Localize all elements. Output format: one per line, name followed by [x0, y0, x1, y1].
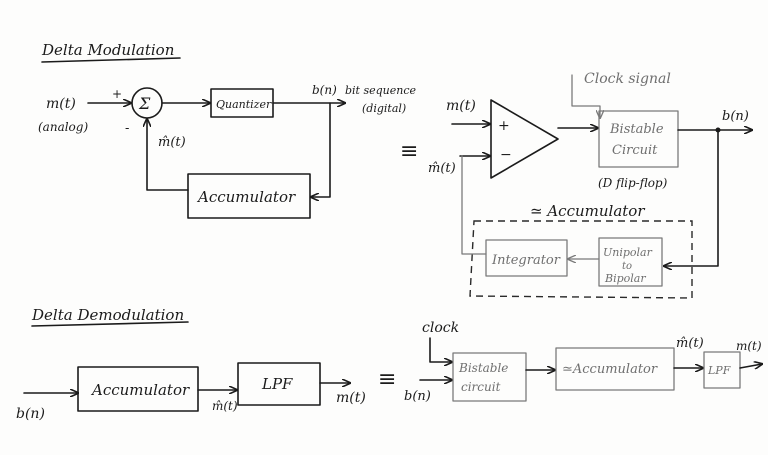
- modulation-equivalent-block: Clock signal m(t) m̂(t) + − Bistable Cir…: [428, 71, 752, 299]
- demod-mid-label: m̂(t): [212, 399, 238, 413]
- converter-label-line1: Unipolar: [603, 246, 653, 259]
- mod-feedback-label: m̂(t): [158, 135, 186, 150]
- demod-eq-lpf-label: LPF: [707, 364, 731, 377]
- comparator-plus: +: [498, 118, 510, 134]
- converter-label-line3: Bipolar: [604, 272, 646, 285]
- demodulation-block: Delta Demodulation b(n) Accumulator m̂(t…: [16, 306, 396, 422]
- demod-eq-accumulator-label: ≃Accumulator: [562, 362, 658, 377]
- comparator-minus: −: [500, 147, 512, 163]
- accumulator-dashed-region: [469, 220, 693, 299]
- demod-eq-output-arrow: [739, 364, 762, 368]
- demod-accumulator-label: Accumulator: [90, 381, 190, 399]
- accumulator-group-label: ≃ Accumulator: [530, 202, 645, 220]
- demod-accumulator-block: [77, 366, 199, 412]
- demod-clock-line: [429, 337, 452, 362]
- modulation-block: Delta Modulation m(t) (analog) + - Σ Qua…: [38, 41, 418, 219]
- mod-input-label: m(t): [46, 96, 76, 112]
- mod-eq-feedback-label: m̂(t): [428, 161, 456, 176]
- demod-eq-accumulator-block: [555, 347, 675, 391]
- demod-eq-input-label: b(n): [404, 389, 431, 404]
- mod-eq-input-label: m(t): [446, 98, 476, 114]
- demod-eq-output-label: m(t): [736, 339, 762, 353]
- mod-output-note-1: bit sequence: [345, 84, 417, 97]
- mod-eq-output-label: b(n): [722, 109, 749, 124]
- comparator-triangle: [490, 99, 559, 179]
- demod-eq-mid-label: m̂(t): [676, 336, 704, 351]
- demod-input-label: b(n): [16, 406, 45, 422]
- summer-plus-sign: +: [112, 87, 122, 101]
- mod-equivalence-symbol: ≡: [400, 139, 418, 164]
- converter-label-line2: to: [622, 261, 632, 272]
- bistable-label-line1: Bistable: [609, 122, 664, 137]
- bistable-label-line2: Circuit: [612, 143, 658, 158]
- demod-eq-lpf-block: [703, 351, 741, 389]
- quantizer-label: Quantizer: [216, 98, 272, 111]
- mod-accumulator-block: [187, 173, 311, 219]
- demod-lpf-label: LPF: [261, 375, 293, 393]
- demod-bistable-block: [452, 352, 527, 402]
- demod-clock-label: clock: [422, 320, 459, 336]
- mod-eq-feedback-line: [664, 129, 719, 266]
- mod-feedback-up-arrow: [147, 119, 189, 191]
- demodulation-title-underline: [31, 321, 189, 327]
- demodulation-title: Delta Demodulation: [31, 306, 184, 324]
- integrator-block: [485, 239, 568, 277]
- modulation-title-underline: [41, 57, 181, 63]
- demod-bistable-line2: circuit: [461, 380, 501, 394]
- clock-signal-label: Clock signal: [584, 71, 671, 87]
- integrator-feedback-line: [461, 155, 487, 255]
- bistable-block: [598, 110, 679, 168]
- mod-output-note-2: (digital): [362, 102, 406, 115]
- integrator-label: Integrator: [491, 253, 561, 268]
- flipflop-note: (D flip-flop): [598, 176, 668, 190]
- mod-output-label: b(n): [312, 83, 337, 97]
- demod-equivalence-symbol: ≡: [378, 367, 396, 392]
- demod-bistable-line1: Bistable: [458, 361, 508, 375]
- summer-symbol: Σ: [138, 94, 151, 113]
- summer-minus-sign: -: [125, 121, 129, 136]
- demod-lpf-block: [237, 362, 321, 406]
- clock-signal-line: [571, 74, 600, 118]
- mod-input-note: (analog): [38, 120, 88, 134]
- mod-feedback-down-arrow: [311, 102, 331, 197]
- demod-output-label: m(t): [336, 390, 366, 406]
- demodulation-equivalent-block: clock b(n) Bistable circuit ≃Accumulator…: [404, 320, 762, 404]
- unipolar-bipolar-block: [598, 237, 663, 287]
- modulation-title: Delta Modulation: [41, 41, 174, 59]
- mod-accumulator-label: Accumulator: [196, 188, 296, 206]
